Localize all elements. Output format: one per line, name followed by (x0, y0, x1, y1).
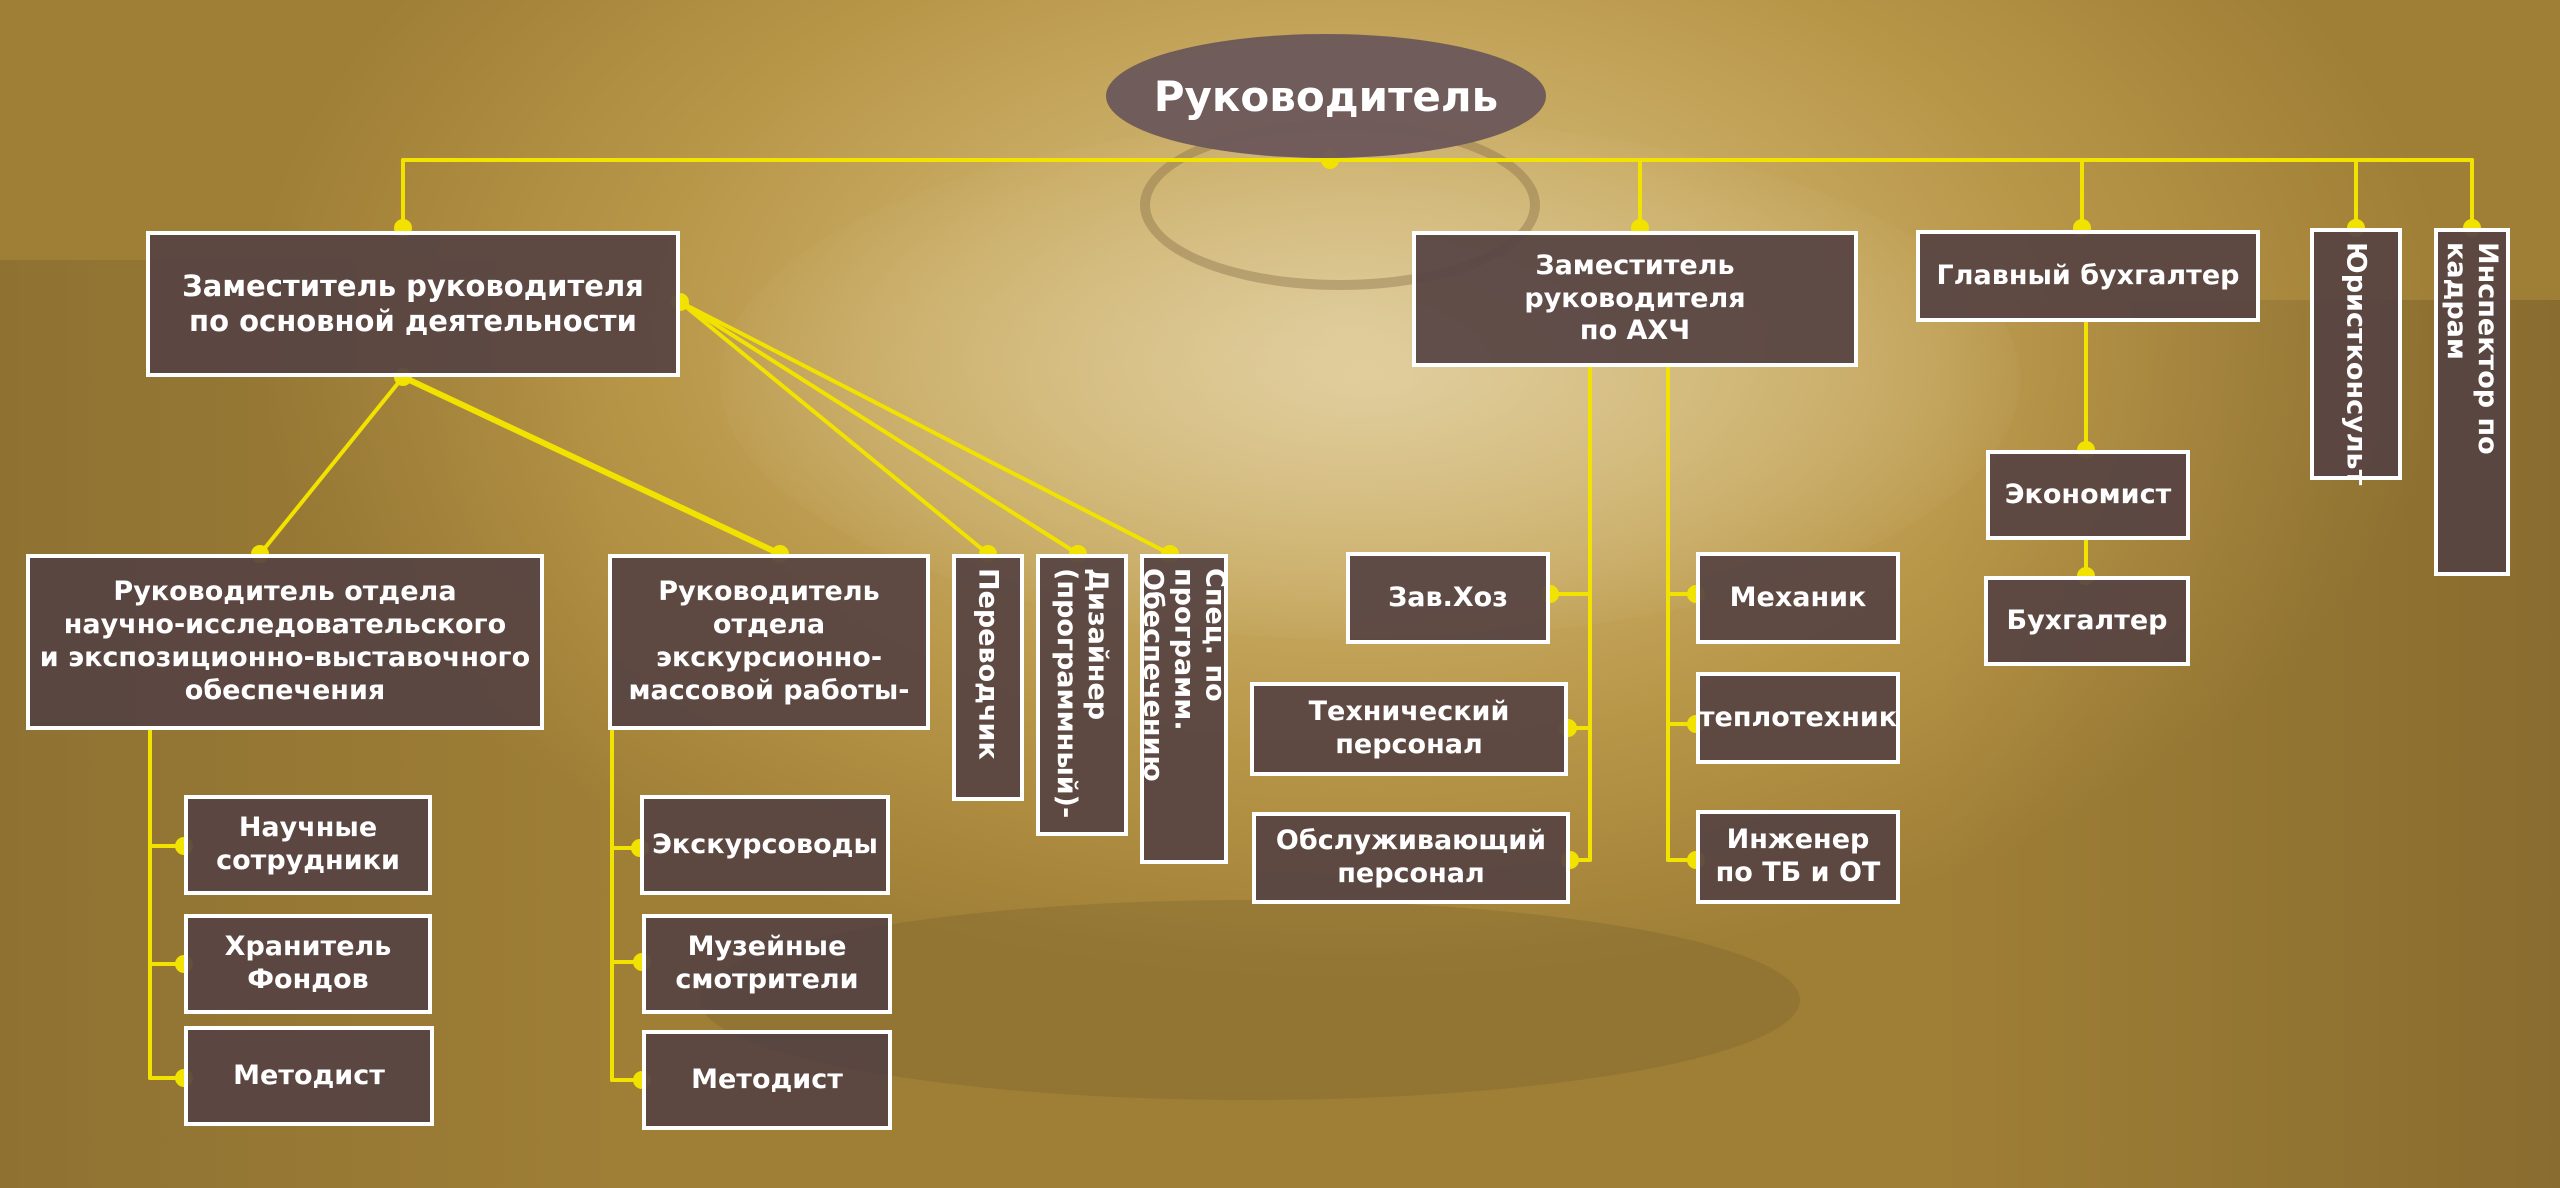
node-label: Переводчик (972, 568, 1004, 760)
node-software-specialist: Спец. по программ. Обеспечению (1137, 554, 1231, 864)
node-translator: Переводчик (952, 554, 1024, 801)
node-label: Методист (233, 1059, 385, 1091)
node-dept-research: Руководитель отдела научно-исследователь… (26, 554, 544, 730)
node-label: Инспектор по кадрам (2441, 242, 2504, 455)
node-research-staff-2: Хранитель Фондов (184, 914, 432, 1014)
connector-line (400, 374, 783, 557)
node-label: Технический персонал (1308, 696, 1510, 760)
node-deputy-ahch: Заместитель руководителя по АХЧ (1412, 231, 1858, 367)
node-ahch-right-3: Инженер по ТБ и ОТ (1696, 810, 1900, 904)
node-label: теплотехник (1698, 701, 1898, 733)
node-label: Юристконсульт (2340, 242, 2372, 486)
connector-line (678, 300, 1080, 556)
node-label: Методист (691, 1063, 843, 1095)
node-dept-excursion: Руководитель отдела экскурсионно- массов… (608, 554, 930, 730)
node-ahch-right-1: Механик (1696, 552, 1900, 644)
node-label: Дизайнер (программный)- (1051, 568, 1114, 819)
node-label: Руководитель отдела экскурсионно- массов… (628, 576, 910, 706)
root-node: Руководитель (1106, 34, 1546, 158)
node-ahch-right-2: теплотехник (1696, 672, 1900, 764)
node-label: Бухгалтер (2006, 604, 2168, 636)
node-chief-accountant: Главный бухгалтер (1916, 230, 2260, 322)
node-ahch-left-3: Обслуживающий персонал (1252, 812, 1570, 904)
node-excursion-staff-2: Музейные смотрители (642, 914, 892, 1014)
connector-line (678, 300, 990, 556)
node-ahch-left-1: Зав.Хоз (1346, 552, 1550, 644)
node-label: Инженер по ТБ и ОТ (1715, 824, 1881, 888)
node-label: Хранитель Фондов (224, 931, 392, 995)
node-label: Обслуживающий персонал (1275, 825, 1547, 889)
node-label: Заместитель руководителя по основной дея… (182, 268, 644, 338)
node-label: Зав.Хоз (1388, 581, 1508, 613)
node-label: Заместитель руководителя по АХЧ (1524, 249, 1746, 347)
connector-line (678, 300, 1172, 556)
root-label: Руководитель (1153, 71, 1499, 121)
node-research-staff-1: Научные сотрудники (184, 795, 432, 895)
connector-line (258, 375, 405, 556)
node-ahch-left-2: Технический персонал (1250, 682, 1568, 776)
node-economist: Экономист (1986, 450, 2190, 540)
node-label: Руководитель отдела научно-исследователь… (39, 576, 531, 706)
node-label: Музейные смотрители (675, 931, 859, 995)
node-deputy-main: Заместитель руководителя по основной дея… (146, 231, 680, 377)
node-label: Главный бухгалтер (1936, 259, 2240, 291)
node-label: Экскурсоводы (652, 828, 878, 860)
node-label: Механик (1729, 581, 1867, 613)
node-label: Спец. по программ. Обеспечению (1137, 568, 1231, 782)
node-research-staff-3: Методист (184, 1026, 434, 1126)
node-legal: Юристконсульт (2310, 228, 2402, 485)
node-accountant: Бухгалтер (1984, 576, 2190, 666)
node-label: Экономист (2004, 478, 2172, 510)
node-excursion-staff-1: Экскурсоводы (640, 795, 890, 895)
node-excursion-staff-3: Методист (642, 1030, 892, 1130)
node-label: Научные сотрудники (216, 812, 400, 876)
node-designer: Дизайнер (программный)- (1036, 554, 1128, 836)
node-hr: Инспектор по кадрам (2434, 228, 2510, 576)
